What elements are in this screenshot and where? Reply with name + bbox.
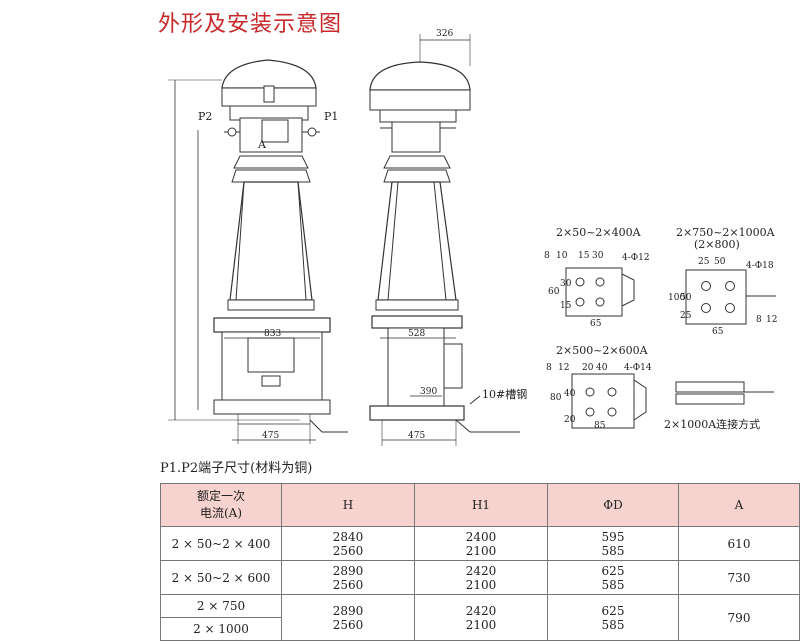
dim-label: 8 bbox=[756, 315, 762, 325]
p2-label: P2 bbox=[198, 110, 212, 123]
terminal-3-title: 2×500~2×600A bbox=[556, 344, 649, 357]
dim-390: 390 bbox=[420, 387, 437, 397]
dim-528: 528 bbox=[408, 329, 425, 339]
header-rated-current: 额定一次 电流(A) bbox=[160, 483, 282, 527]
terminal-3-hole: 4-Φ14 bbox=[624, 363, 652, 373]
cell-value: 625 bbox=[601, 563, 625, 578]
header-rated-line1: 额定一次 bbox=[196, 489, 245, 503]
dim-label: 40 bbox=[596, 363, 608, 373]
dim-label: 50 bbox=[680, 293, 692, 303]
dim-label: 65 bbox=[590, 319, 602, 329]
cell-value: 2890 bbox=[332, 563, 364, 578]
side-view bbox=[369, 34, 520, 446]
a-label: A bbox=[257, 138, 267, 151]
dim-475-side: 475 bbox=[408, 431, 425, 441]
connection-method-label: 2×1000A连接方式 bbox=[664, 417, 760, 431]
dim-label: 10 bbox=[556, 251, 568, 261]
dim-label: 50 bbox=[714, 257, 726, 267]
dim-label: 85 bbox=[594, 421, 606, 431]
dim-label: 12 bbox=[766, 315, 777, 325]
front-view bbox=[168, 59, 348, 444]
dim-833: 833 bbox=[264, 329, 281, 339]
header-h1: H1 bbox=[414, 483, 548, 527]
terminal-size-table: 额定一次 电流(A) H H1 ΦD A 2 × 50~2 × 400 2840… bbox=[160, 483, 800, 641]
cell-value: 2890 bbox=[332, 603, 364, 618]
dim-label: 65 bbox=[712, 327, 724, 337]
terminal-2-subtitle: (2×800) bbox=[694, 238, 740, 251]
cell-value: 2420 bbox=[465, 603, 497, 618]
terminal-1-hole: 4-Φ12 bbox=[622, 253, 650, 263]
dim-label: 30 bbox=[560, 279, 572, 289]
terminal-detail-1 bbox=[565, 267, 635, 317]
terminal-detail-2 bbox=[685, 269, 776, 325]
terminal-2-hole: 4-Φ18 bbox=[746, 261, 774, 271]
dim-label: 25 bbox=[680, 311, 692, 321]
cell-a: 790 bbox=[678, 594, 800, 641]
cell-value: 585 bbox=[601, 617, 625, 632]
cell-a: 730 bbox=[678, 560, 800, 595]
dim-label: 8 bbox=[544, 251, 550, 261]
dim-label: 30 bbox=[592, 251, 604, 261]
cell-value: 585 bbox=[601, 543, 625, 558]
cell-value: 2100 bbox=[465, 617, 497, 632]
cell-value: 585 bbox=[601, 577, 625, 592]
cell-value: 595 bbox=[601, 529, 625, 544]
table-caption: P1.P2端子尺寸(材料为铜) bbox=[160, 461, 313, 476]
dim-475-front: 475 bbox=[262, 431, 279, 441]
header-d: ΦD bbox=[547, 483, 679, 527]
cell-rated: 2 × 1000 bbox=[160, 617, 282, 641]
cell-value: 2100 bbox=[465, 543, 497, 558]
dim-label: 12 bbox=[558, 363, 569, 373]
dim-label: 15 bbox=[578, 251, 590, 261]
cell-value: 2560 bbox=[332, 617, 364, 632]
dim-label: 80 bbox=[550, 393, 562, 403]
cell-value: 2400 bbox=[465, 529, 497, 544]
terminal-1-title: 2×50~2×400A bbox=[556, 226, 642, 239]
cell-a: 610 bbox=[678, 526, 800, 561]
channel-steel-label: 10#槽钢 bbox=[482, 388, 527, 401]
header-rated-line2: 电流(A) bbox=[199, 506, 243, 520]
dim-label: 100 bbox=[668, 293, 685, 303]
dim-label: 40 bbox=[564, 389, 576, 399]
dim-label: 15 bbox=[560, 301, 572, 311]
dim-label: 20 bbox=[564, 415, 576, 425]
dim-label: 8 bbox=[546, 363, 552, 373]
p1-label: P1 bbox=[324, 110, 338, 123]
table-header-row: 额定一次 电流(A) H H1 ΦD A bbox=[160, 483, 800, 527]
terminal-2-title: 2×750~2×1000A bbox=[676, 226, 776, 239]
cell-value: 625 bbox=[601, 603, 625, 618]
cell-rated: 2 × 50~2 × 600 bbox=[160, 560, 282, 595]
installation-drawing: P2 P1 A 326 833 528 390 475 475 10#槽钢 2×… bbox=[168, 29, 777, 446]
cell-value: 2560 bbox=[332, 543, 364, 558]
dim-label: 20 bbox=[582, 363, 594, 373]
cell-value: 2100 bbox=[465, 577, 497, 592]
cell-value: 2560 bbox=[332, 577, 364, 592]
cell-value: 2420 bbox=[465, 563, 497, 578]
cell-value: 2840 bbox=[332, 529, 364, 544]
header-a: A bbox=[678, 483, 800, 527]
cell-rated: 2 × 750 bbox=[160, 594, 282, 618]
dim-label: 60 bbox=[548, 287, 560, 297]
page-title: 外形及安装示意图 bbox=[158, 12, 343, 37]
terminal-detail-3 bbox=[571, 373, 647, 429]
header-h: H bbox=[281, 483, 415, 527]
connection-method bbox=[675, 381, 774, 405]
cell-rated: 2 × 50~2 × 400 bbox=[160, 526, 282, 561]
table-row: 2 × 1000 bbox=[160, 617, 800, 641]
dim-326: 326 bbox=[436, 29, 453, 39]
dim-label: 25 bbox=[698, 257, 710, 267]
